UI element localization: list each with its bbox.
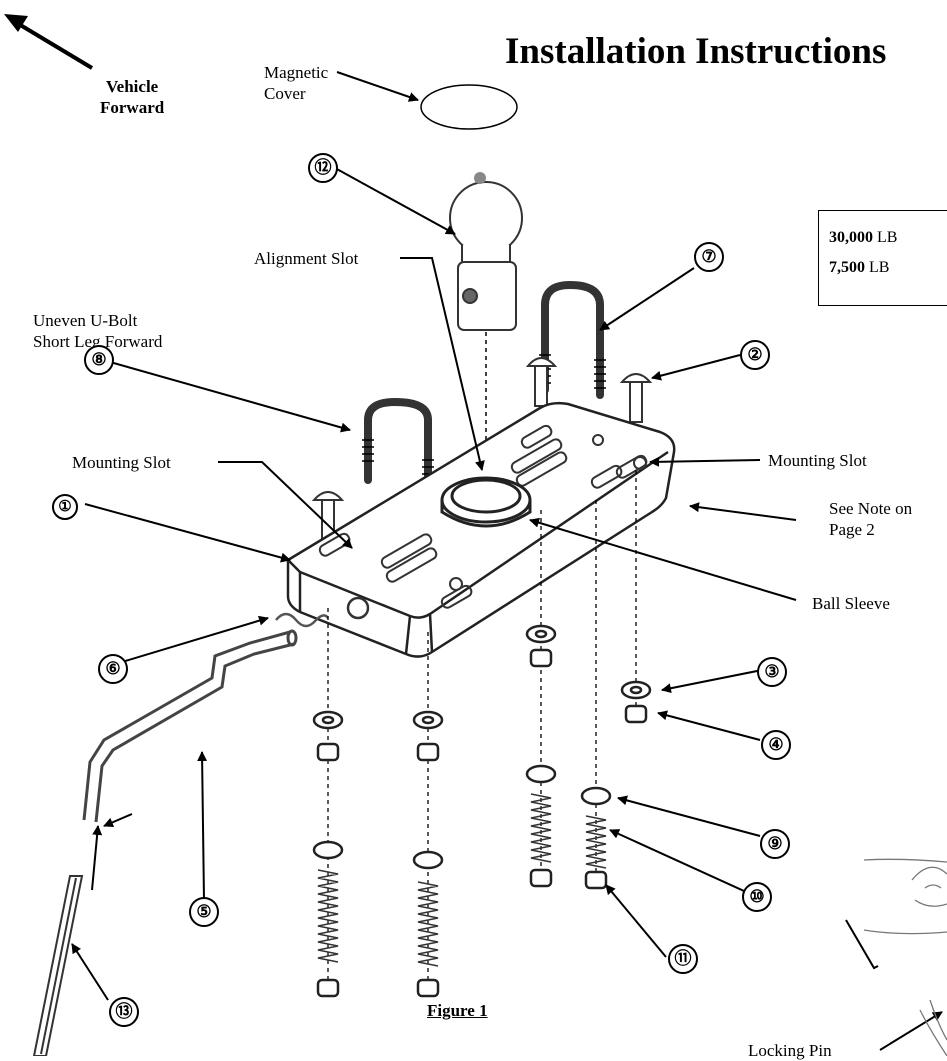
part-number-5: ⑤ — [189, 897, 219, 927]
hitch-ball-shape — [449, 172, 523, 331]
part-number-11: ⑪ — [668, 944, 698, 974]
part-number-6: ⑥ — [98, 654, 128, 684]
vehicle-forward-label: Vehicle Forward — [100, 77, 165, 117]
hardware-shapes — [312, 624, 652, 998]
vehicle-forward-arrow — [4, 14, 94, 70]
part-number-3: ③ — [757, 657, 787, 687]
locking-pin-inset — [863, 858, 947, 1056]
u-bolt-forward-shape — [364, 397, 432, 499]
spec-row: 7,500 LB — [829, 259, 890, 276]
u-bolt-rear-shape — [541, 280, 604, 399]
see-note-label: See Note on Page 2 — [829, 499, 913, 539]
alignment-slot-label: Alignment Slot — [254, 249, 359, 268]
uneven-u-bolt-label: Uneven U-Bolt Short Leg Forward — [33, 311, 163, 351]
locking-pin-label: Locking Pin — [748, 1041, 832, 1060]
capacity-spec-box: 30,000 LB 7,500 LB — [818, 210, 947, 306]
part-number-10: ⑩ — [742, 882, 772, 912]
spring-pin-shape — [275, 612, 330, 628]
spec-row: 30,000 LB — [829, 229, 898, 246]
part-number-8: ⑧ — [84, 345, 114, 375]
part-number-13: ⑬ — [109, 997, 139, 1027]
mounting-slot-left-label: Mounting Slot — [72, 453, 171, 472]
part-number-9: ⑨ — [760, 829, 790, 859]
plate-slots — [318, 424, 648, 609]
page-title: Installation Instructions — [505, 31, 887, 72]
spring-shapes — [317, 793, 607, 967]
handle-shape — [82, 629, 298, 823]
part-number-4: ④ — [761, 730, 791, 760]
ball-sleeve-label: Ball Sleeve — [812, 594, 890, 613]
rod-shape — [32, 875, 84, 1056]
magnetic-cover-label: Magnetic Cover — [264, 63, 329, 103]
magnetic-cover-shape — [420, 84, 518, 130]
part-number-7: ⑦ — [694, 242, 724, 272]
ball-sleeve-shape — [440, 476, 532, 528]
part-number-1: ① — [52, 494, 78, 520]
part-number-12: ⑫ — [308, 153, 338, 183]
figure-caption: Figure 1 — [427, 1001, 488, 1020]
part-number-2: ② — [740, 340, 770, 370]
mounting-slot-right-label: Mounting Slot — [768, 451, 867, 470]
rail-plate-shape — [286, 401, 676, 658]
